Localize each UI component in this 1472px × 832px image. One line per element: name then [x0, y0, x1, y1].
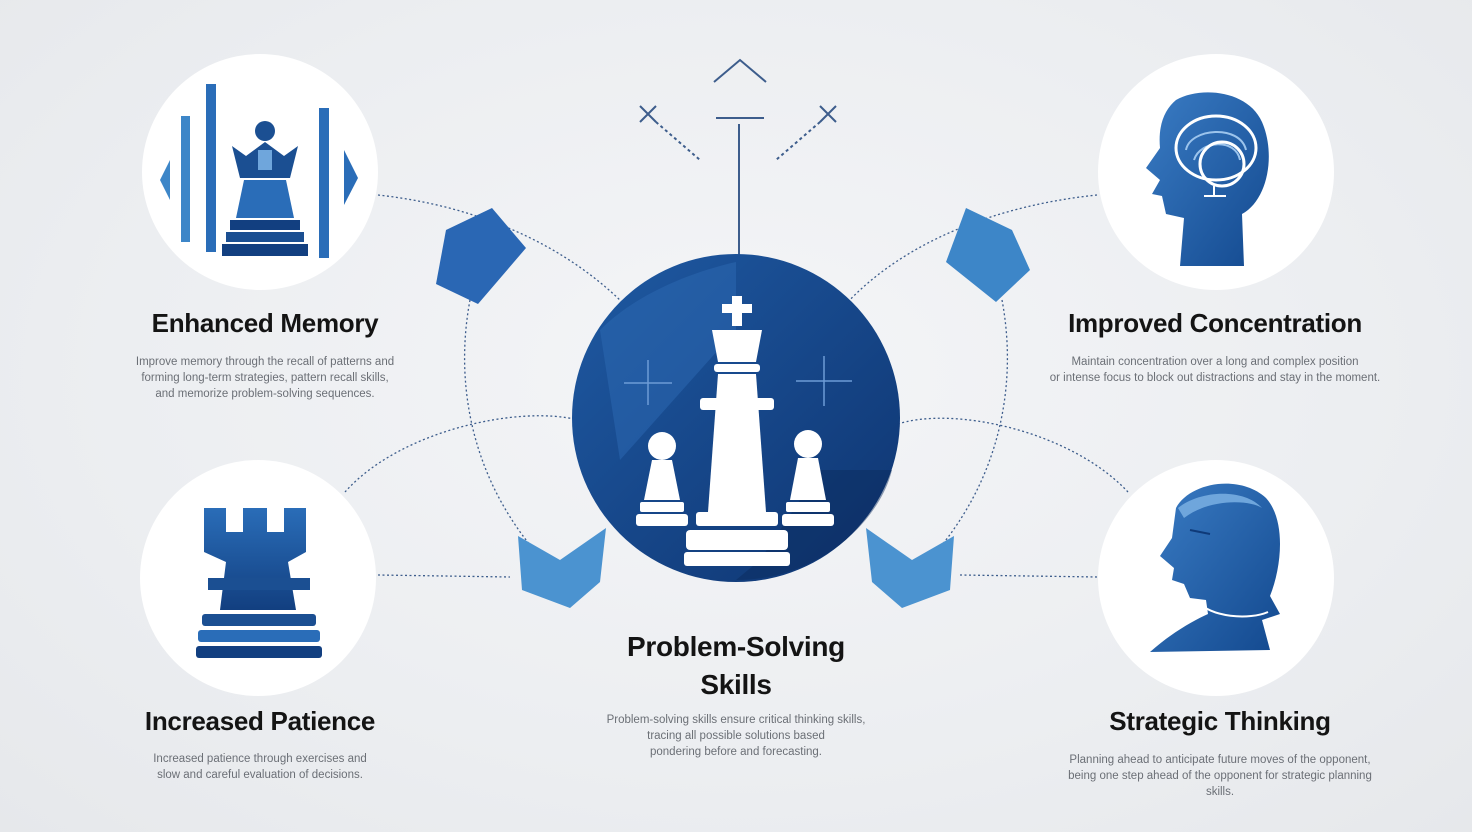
- arrow-left-tail: [655, 121, 701, 161]
- thinker-head-icon: [1150, 483, 1280, 652]
- arrow-right-tail: [775, 121, 821, 161]
- circle-strategic: [1098, 460, 1334, 696]
- description-problem-solving: Problem-solving skills ensure critical t…: [606, 714, 866, 758]
- brain-head-icon: [1146, 92, 1269, 266]
- connector-strategic-low: [959, 574, 1099, 578]
- sparkle-left-icon: [624, 360, 672, 405]
- title-problem-solving: Problem-Solving Skills: [627, 631, 845, 700]
- description-improved-concentration: Maintain concentration over a long and c…: [1049, 356, 1381, 384]
- chess-pawn-left-icon: [636, 432, 688, 526]
- connector-patience-low: [377, 574, 511, 578]
- chess-queen-icon: [160, 84, 358, 258]
- arrow-left-x: [639, 105, 657, 123]
- ribbon-bottom-left: [518, 528, 606, 608]
- connector-strategic: [894, 417, 1129, 493]
- connector-concentration: [844, 194, 1098, 306]
- arrow-up-chevron: [713, 58, 767, 83]
- chess-rook-icon: [196, 508, 322, 658]
- ribbon-shapes: [436, 208, 1030, 608]
- connector-left-arc: [463, 299, 531, 546]
- title-strategic-thinking: Strategic Thinking: [1109, 706, 1331, 736]
- description-increased-patience: Increased patience through exercises and…: [153, 753, 367, 781]
- connector-lines: [344, 194, 1129, 578]
- hub-circle: [572, 254, 900, 582]
- circle-patience: [140, 460, 376, 696]
- ribbon-top-left: [436, 208, 526, 304]
- ribbon-top-right: [946, 208, 1030, 302]
- title-improved-concentration: Improved Concentration: [1068, 308, 1362, 338]
- description-enhanced-memory: Improve memory through the recall of pat…: [135, 356, 395, 400]
- arrow-right-x: [819, 105, 837, 123]
- connector-right-arc: [941, 299, 1009, 546]
- circle-memory: [142, 54, 378, 290]
- title-increased-patience: Increased Patience: [144, 706, 376, 736]
- chess-pawn-right-icon: [782, 430, 834, 526]
- ribbon-bottom-right: [866, 528, 954, 608]
- description-strategic-thinking: Planning ahead to anticipate future move…: [1068, 754, 1372, 798]
- title-enhanced-memory: Enhanced Memory: [151, 308, 379, 338]
- circle-concentration: [1098, 54, 1334, 290]
- sparkle-right-icon: [796, 356, 852, 406]
- connector-patience: [344, 415, 579, 493]
- chess-king-icon: [684, 296, 790, 566]
